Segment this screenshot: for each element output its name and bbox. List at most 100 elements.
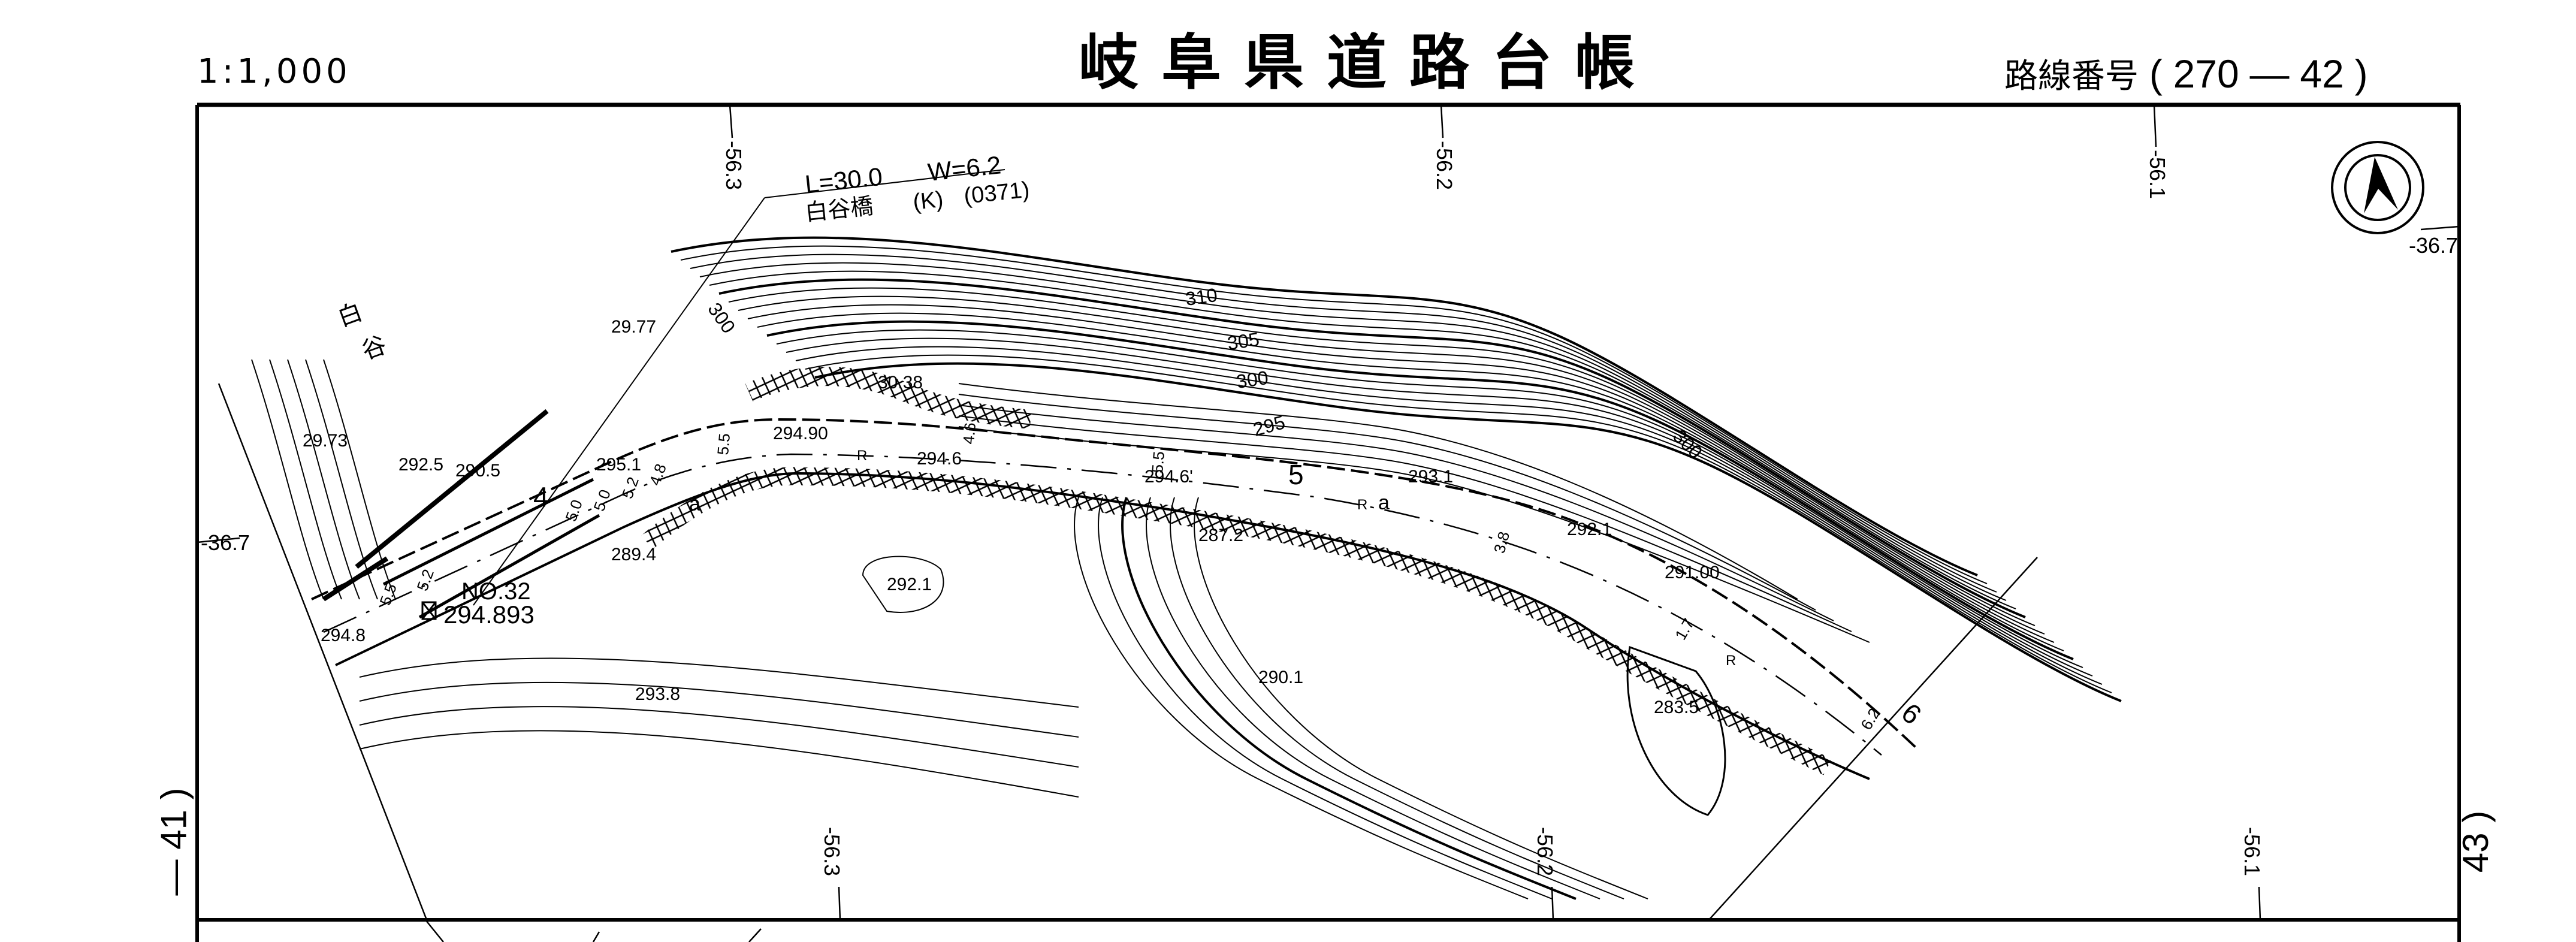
contour-line [718, 278, 2026, 618]
spot-height: 294.8 [321, 626, 366, 645]
contour-lines [251, 236, 2122, 900]
road-width: 5.5 [714, 433, 733, 456]
spot-height: 295.1 [596, 455, 641, 475]
road-mark: R [857, 448, 867, 464]
contour-line [1098, 497, 1553, 899]
spot-heights: 29.77 29.73 292.5 290.5 295.1 294.90 30.… [303, 317, 1720, 717]
contour-line [671, 236, 1978, 576]
route-label: 路線番号 [2004, 57, 2139, 96]
bridge-code: (0371) [963, 177, 1031, 209]
grid-ticks [197, 104, 2460, 920]
spot-height: 290.5 [455, 461, 500, 481]
contour-line [359, 706, 1079, 768]
contour-line [786, 337, 2093, 677]
road-width: 3.8 [1490, 530, 1513, 555]
km-post: 5 [1288, 459, 1304, 490]
spot-height: 287.2 [1198, 526, 1243, 545]
contour-line [359, 657, 1079, 708]
road-width: 1.7 [1671, 615, 1698, 643]
road-width: 5.5 [376, 581, 400, 608]
grid-label-bottom: -56.2 [1533, 827, 1557, 876]
sheet-boundary-lines [218, 383, 2038, 942]
contour-line [958, 426, 1870, 643]
spot-height: 290.1 [1258, 668, 1303, 687]
contour-label: 310 [1184, 284, 1219, 310]
road-mark: a [689, 493, 700, 515]
km-post: 6 [1896, 697, 1928, 730]
contour-line [805, 354, 2112, 693]
bridge-shiratani [322, 169, 1005, 619]
contour-line [1194, 497, 1648, 899]
road-width: 6.2 [1857, 705, 1883, 733]
route-open: ( [2149, 52, 2163, 96]
map-frame [195, 102, 2461, 942]
route-sheet-value: 42 [2300, 52, 2344, 96]
contour-line [776, 329, 2083, 668]
grid-label-left: -36.7 [201, 530, 250, 555]
road-width: 5.2 [618, 475, 642, 501]
contour-line [958, 383, 1798, 600]
road-centerline [323, 453, 1882, 756]
contour-line [1121, 497, 1577, 900]
contour-line [1170, 497, 1624, 899]
contour-line [359, 730, 1079, 798]
contour-label: 295 [1251, 411, 1287, 440]
map-scale: 1:1,000 [197, 52, 351, 91]
road-width: 4.8 [645, 461, 670, 488]
spot-height: 283.5 [1654, 698, 1699, 717]
contour-line [1074, 497, 1529, 899]
spot-height: 293.8 [635, 684, 680, 704]
road [311, 367, 1919, 780]
contour-line [1146, 497, 1600, 899]
spot-height: 29.73 [303, 431, 348, 451]
road-edge-upper [311, 418, 1919, 750]
contour-line [747, 304, 2055, 643]
km-post: 4 [533, 481, 549, 512]
contour-line [680, 245, 1988, 584]
contour-line [690, 253, 1997, 593]
road-mark: R [1726, 653, 1736, 669]
road-width: 5.2 [413, 567, 437, 593]
contour-label: 300 [703, 298, 739, 337]
spot-height: 294.90 [773, 424, 828, 443]
grid-label-right: -36.7 [2409, 233, 2458, 258]
spot-height: 292.1 [887, 575, 932, 594]
contour-line [795, 346, 2103, 685]
spot-height: 30.38 [878, 373, 923, 393]
road-width: 5.0 [561, 497, 586, 524]
benchmark-id: NO.32 [461, 578, 531, 605]
road-width: 5.5 [1148, 451, 1168, 474]
north-arrow-icon [2331, 141, 2424, 234]
spot-height: 294.6 [917, 449, 962, 469]
grid-label-bottom: -56.3 [820, 827, 844, 876]
contour-line [287, 359, 360, 600]
road-width: 4.6 [959, 422, 979, 445]
contour-line [709, 270, 2016, 609]
road-width: 5.0 [590, 487, 614, 514]
contour-line [738, 295, 2045, 635]
spot-height: 292.5 [398, 455, 443, 475]
road-mark: a [1378, 491, 1390, 514]
contour-line [323, 359, 396, 600]
spot-height: 29.77 [611, 317, 656, 337]
place-name: 白 [334, 298, 366, 332]
grid-label-top: -56.3 [721, 141, 746, 190]
spot-height: 292.1 [1567, 520, 1612, 539]
contour-line [757, 312, 2064, 651]
contour-line [269, 359, 342, 600]
route-number: 路線番号 ( 270 — 42 ) [2004, 54, 2368, 93]
grid-label-bottom: -56.1 [2240, 827, 2264, 876]
bridge-type: (K) [912, 187, 945, 215]
contour-label: 305 [1226, 328, 1261, 354]
spot-height: 289.4 [611, 545, 656, 564]
route-number-value: 270 [2173, 52, 2239, 96]
road-marks: R R R a a [689, 448, 1736, 669]
retaining-wall-hatched [641, 467, 1832, 775]
spot-height: 293.1 [1408, 467, 1453, 487]
road-mark: R [1357, 497, 1367, 513]
retaining-wall-hatched [745, 367, 1032, 429]
benchmark-icon [421, 601, 437, 620]
contour-line [699, 262, 2007, 601]
contour-line [766, 320, 2074, 660]
benchmark-elevation: 294.893 [443, 600, 534, 629]
